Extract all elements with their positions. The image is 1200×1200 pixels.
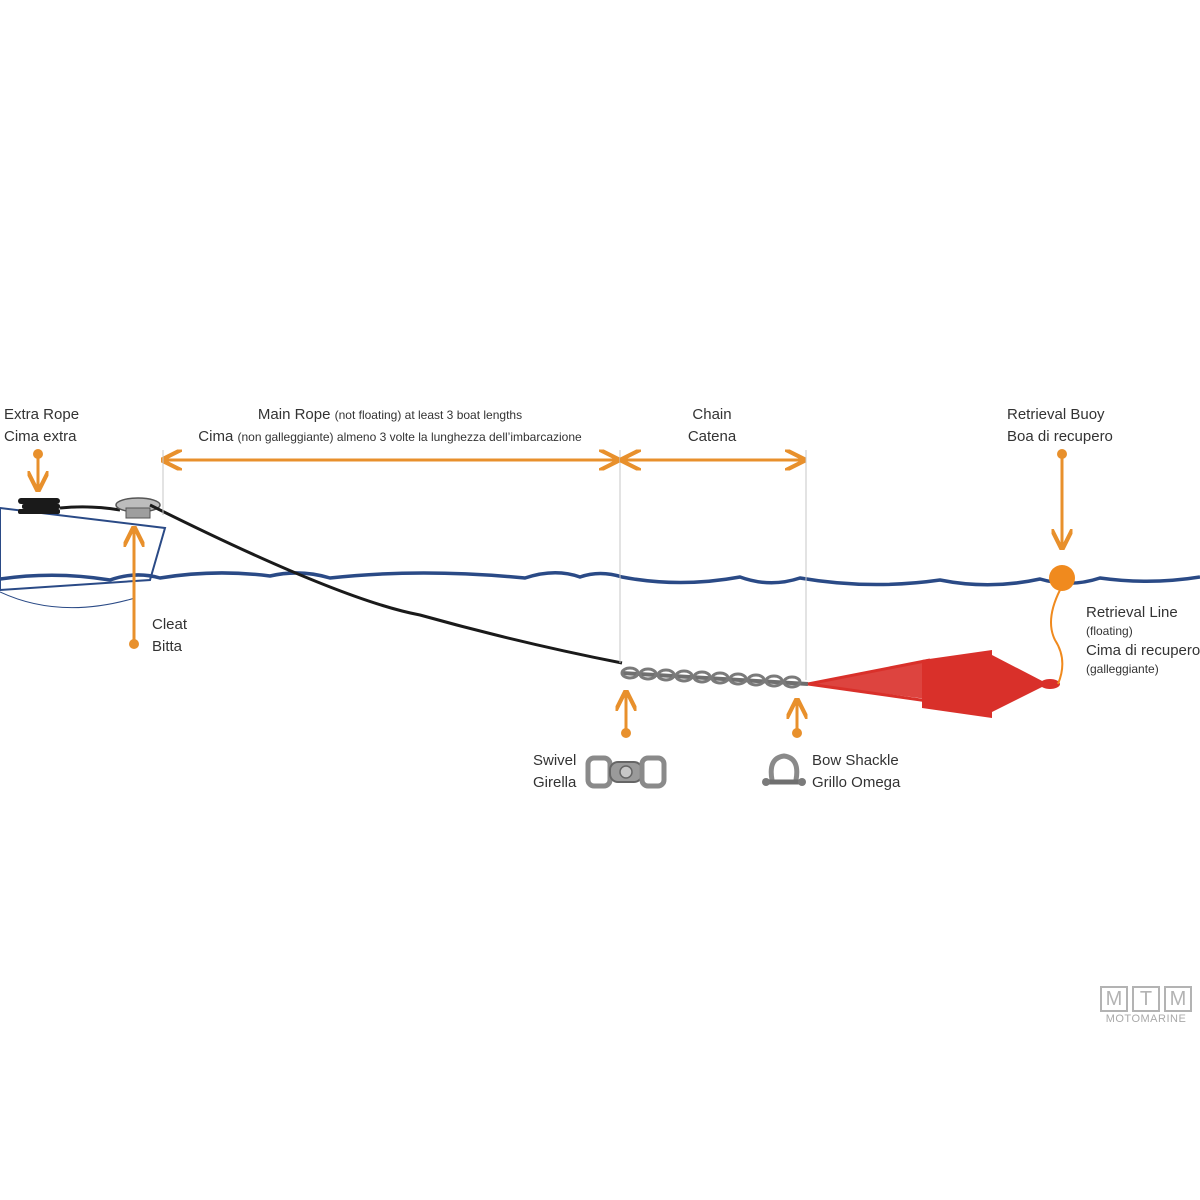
chain-label-en: Chain — [692, 406, 732, 423]
chain-extent — [622, 450, 807, 680]
cleat-icon — [115, 497, 161, 519]
main-rope-label-it: Cima — [198, 428, 234, 445]
retrieval-buoy-label: Retrieval Buoy Boa di recupero — [1007, 404, 1113, 448]
sea-anchor-icon — [807, 650, 1060, 718]
logo-letter: M — [1164, 986, 1192, 1012]
water-surface — [0, 571, 1200, 587]
extra-rope-pointer — [33, 449, 43, 490]
retrieval-line-label-en: Retrieval Line — [1086, 604, 1178, 621]
main-rope-label-en-line: Main Rope (not floating) at least 3 boat… — [180, 404, 600, 426]
main-rope-label-it-note: (non galleggiante) almeno 3 volte la lun… — [237, 430, 582, 444]
chain-icon — [620, 666, 809, 689]
retrieval-line-label-it-note: (galleggiante) — [1086, 662, 1159, 676]
retrieval-line — [1050, 589, 1064, 685]
mtm-logo: M T M MOTOMARINE — [1095, 986, 1197, 1025]
bow-shackle-pointer — [792, 700, 802, 738]
main-rope-label-en-note: (not floating) at least 3 boat lengths — [334, 408, 523, 422]
main-rope-label-en: Main Rope — [257, 406, 331, 423]
main-rope-line — [149, 503, 623, 665]
extra-rope-label-it: Cima extra — [4, 428, 77, 445]
main-rope-extent — [163, 450, 621, 663]
swivel-pointer — [621, 692, 631, 738]
retrieval-buoy-pointer — [1057, 449, 1067, 548]
main-rope-label: Main Rope (not floating) at least 3 boat… — [180, 404, 600, 448]
swivel-label-it: Girella — [533, 774, 577, 791]
cleat-pointer — [129, 528, 139, 649]
chain-label: Chain Catena — [662, 404, 762, 448]
retrieval-line-label-en-note: (floating) — [1086, 624, 1133, 638]
bow-shackle-label-en: Bow Shackle — [812, 752, 899, 769]
bow-shackle-label: Bow Shackle Grillo Omega — [812, 750, 900, 794]
cleat-label-en: Cleat — [152, 616, 188, 633]
retrieval-buoy-label-en: Retrieval Buoy — [1007, 406, 1105, 423]
buoy-icon — [1049, 565, 1075, 591]
swivel-icon — [585, 755, 667, 789]
bow-shackle-icon — [762, 753, 806, 786]
retrieval-buoy-label-it: Boa di recupero — [1007, 428, 1113, 445]
extra-rope-label: Extra Rope Cima extra — [4, 404, 79, 448]
retrieval-line-label-it: Cima di recupero — [1086, 642, 1200, 659]
extra-rope-coil-icon — [18, 498, 121, 514]
cleat-label-it: Bitta — [152, 638, 183, 655]
swivel-label-en: Swivel — [533, 752, 577, 769]
cleat-label: Cleat Bitta — [152, 614, 187, 658]
bow-shackle-label-it: Grillo Omega — [812, 774, 901, 791]
main-rope-label-it-line: Cima (non galleggiante) almeno 3 volte l… — [180, 426, 600, 448]
logo-letter: T — [1132, 986, 1160, 1012]
retrieval-line-label: Retrieval Line (floating) Cima di recupe… — [1086, 603, 1200, 679]
extra-rope-label-en: Extra Rope — [4, 406, 80, 423]
boat-icon — [0, 497, 167, 609]
swivel-label: Swivel Girella — [533, 750, 576, 794]
logo-letter: M — [1100, 986, 1128, 1012]
chain-label-it: Catena — [687, 428, 737, 445]
logo-subtitle: MOTOMARINE — [1105, 1013, 1187, 1025]
